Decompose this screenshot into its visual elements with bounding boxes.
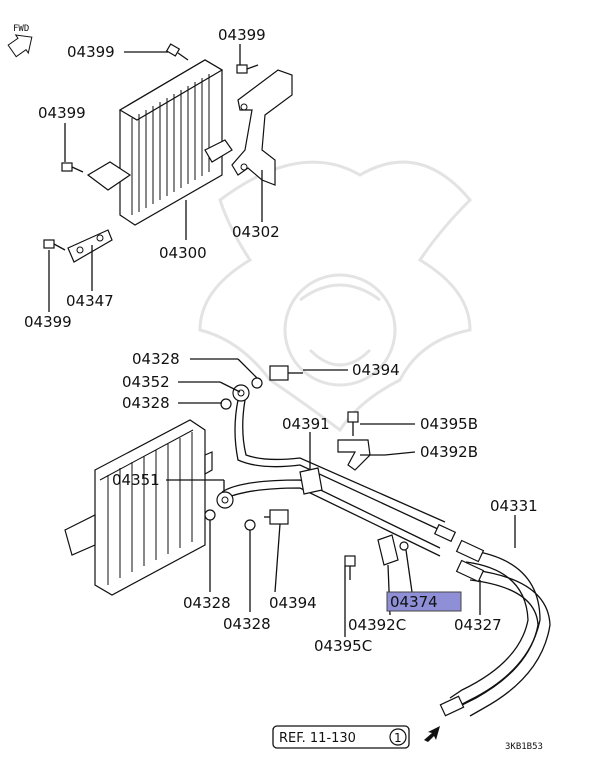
part-label-04328[interactable]: 04328 (132, 350, 180, 368)
part-labels: 04399 04399 04399 04300 04302 04347 0439… (24, 26, 538, 655)
part-label-04392b[interactable]: 04392B (420, 443, 478, 461)
part-label-04392c[interactable]: 04392C (348, 616, 406, 634)
oil-cooler-upper (86, 59, 233, 226)
part-label-04352[interactable]: 04352 (122, 373, 170, 391)
reference-label: REF. 11-130 (279, 731, 356, 746)
fwd-arrow-icon (7, 34, 33, 58)
part-label-04327[interactable]: 04327 (454, 616, 502, 634)
part-label-04347[interactable]: 04347 (66, 292, 114, 310)
fwd-label: FWD (13, 24, 29, 34)
part-label-04374[interactable]: 04374 (390, 593, 438, 611)
part-label-04328[interactable]: 04328 (122, 394, 170, 412)
diagram-code: 3KB1B53 (505, 742, 543, 752)
reference-arrow-icon (424, 726, 440, 742)
bracket-04347 (67, 229, 113, 263)
part-label-04399[interactable]: 04399 (218, 26, 266, 44)
reference-box[interactable]: REF. 11-130 1 (272, 725, 410, 749)
part-label-04331[interactable]: 04331 (490, 497, 538, 515)
bracket-04302 (231, 69, 293, 186)
part-label-04300[interactable]: 04300 (159, 244, 207, 262)
leader-lines (48, 44, 516, 637)
highlight-04374 (386, 591, 462, 612)
part-label-04399[interactable]: 04399 (38, 104, 86, 122)
oil-cooler-lower (64, 419, 213, 596)
reference-circle-number: 1 (394, 731, 402, 745)
part-label-04395c[interactable]: 04395C (314, 637, 372, 655)
part-label-04394[interactable]: 04394 (269, 594, 317, 612)
part-label-04328[interactable]: 04328 (183, 594, 231, 612)
part-label-04302[interactable]: 04302 (232, 223, 280, 241)
fwd-indicator: FWD (7, 24, 33, 58)
fittings (204, 365, 409, 580)
part-label-04399[interactable]: 04399 (24, 313, 72, 331)
part-label-04399[interactable]: 04399 (67, 43, 115, 61)
part-label-04395b[interactable]: 04395B (420, 415, 478, 433)
watermark-emblem (198, 160, 473, 433)
bolt-04399-group (43, 43, 259, 251)
part-label-04391[interactable]: 04391 (282, 415, 330, 433)
reference-circle-icon (389, 728, 407, 746)
part-label-04328[interactable]: 04328 (223, 615, 271, 633)
part-label-04351[interactable]: 04351 (112, 471, 160, 489)
part-label-04394[interactable]: 04394 (352, 361, 400, 379)
